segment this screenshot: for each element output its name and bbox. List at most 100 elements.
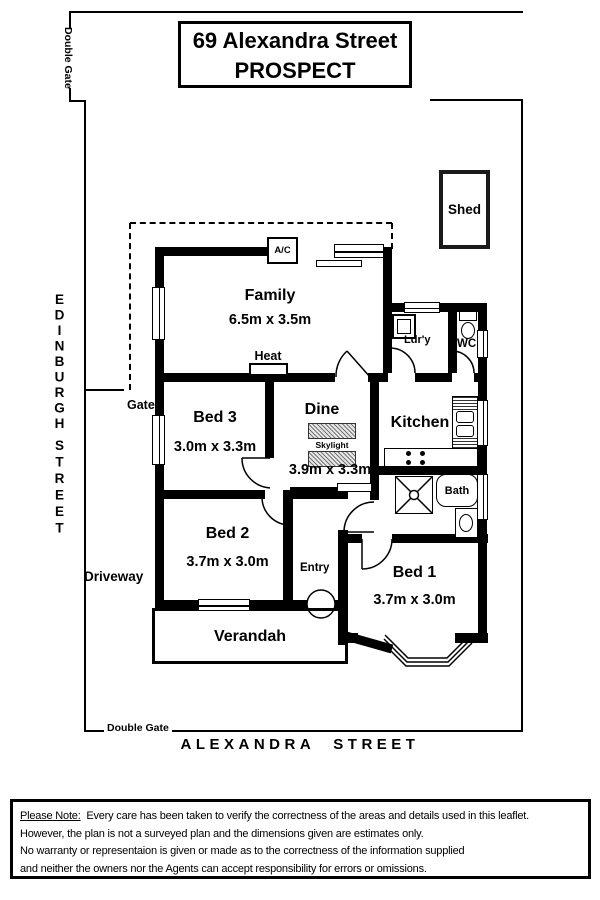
boundary-top: [70, 11, 523, 13]
title-address: 69 Alexandra Street: [192, 28, 398, 53]
window-wc-east: [477, 330, 488, 358]
shed: Shed: [439, 170, 490, 249]
side-gate-label: Gate: [127, 398, 155, 412]
pergola-dashed-top: [130, 222, 392, 224]
alexandra-street-label: ALEXANDRA STREET: [180, 736, 420, 753]
wall-dine-kitchen: [370, 382, 379, 500]
wall-mid-c: [415, 373, 452, 382]
vanity-basin: [459, 514, 473, 532]
laundry-name: Ldr'y: [404, 334, 431, 346]
cooktop-burner: [406, 460, 411, 465]
wall-bed1-south-a: [348, 633, 358, 643]
verandah-label: Verandah: [213, 628, 287, 645]
bottom-double-gate-label: Double Gate: [107, 722, 169, 734]
wall-bed1-north-b: [392, 534, 488, 543]
entry-double-door: [306, 589, 336, 605]
wall-entry-north: [290, 490, 348, 499]
kitchen-name: Kitchen: [390, 414, 450, 431]
bed3-dims: 3.0m x 3.3m: [173, 439, 257, 455]
skylight-label: Skylight: [315, 440, 349, 450]
boundary-left: [84, 100, 86, 732]
sink-basin-2: [456, 425, 474, 437]
laundry-tub-basin: [397, 319, 411, 334]
wall-mid-d: [474, 373, 487, 382]
boundary-gate-stub-lower: [69, 88, 71, 102]
wall-front-c: [335, 600, 348, 610]
window-bath-east: [477, 474, 488, 520]
disclaimer-line-3: No warranty or representaion is given or…: [20, 845, 465, 857]
sink-drainer-bottom: [453, 438, 477, 451]
wall-entry-east: [338, 530, 348, 645]
sink-basin-1: [456, 411, 474, 423]
family-room-label: Family 6.5m x 3.5m: [195, 287, 345, 328]
disclaimer-line-1: Please Note: Every care has been taken t…: [20, 810, 529, 822]
door-swing: [389, 347, 416, 374]
door-swing: [335, 350, 348, 378]
sink-drainer-top: [453, 397, 477, 410]
heat-label: Heat: [254, 349, 282, 363]
fence-top-right: [430, 99, 523, 101]
window-sill-family-north: [316, 260, 362, 267]
window-family-west: [152, 287, 165, 340]
cooktop-burner: [420, 460, 425, 465]
boundary-bottom-left: [84, 730, 104, 732]
bed1-room-label: Bed 1 3.7m x 3.0m: [352, 564, 477, 608]
bed2-name: Bed 2: [205, 525, 250, 542]
disclaimer-lead: Please Note:: [20, 810, 81, 822]
window-bed3-west: [152, 415, 165, 465]
dine-dims: 3.9m x 3.3m: [288, 462, 372, 478]
wall-front-a: [155, 600, 198, 610]
window-laundry-north: [404, 302, 440, 313]
shed-label: Shed: [447, 202, 481, 217]
wall-mid-a: [155, 373, 335, 382]
window-family-north: [334, 244, 384, 258]
wall-mid-b: [368, 373, 388, 382]
dine-name: Dine: [304, 401, 340, 418]
boundary-right: [521, 100, 523, 732]
bathtub-symbol: Bath: [436, 474, 478, 507]
cooktop-burner: [420, 451, 425, 456]
boundary-gate-stub-upper: [69, 11, 71, 28]
bed3-name: Bed 3: [193, 409, 237, 426]
title-suburb: PROSPECT: [234, 58, 356, 83]
door-swing: [343, 501, 375, 533]
bed2-dims: 3.7m x 3.0m: [186, 554, 269, 570]
fence-side-gate: [85, 389, 124, 391]
cooktop-bench: [384, 448, 478, 467]
disclaimer-line-4: and neither the owners nor the Agents ca…: [20, 862, 427, 875]
skylight-panel-upper: [308, 423, 356, 439]
dine-step-sill: [337, 483, 372, 492]
wall-bed3-east: [265, 382, 274, 458]
boundary-jog: [69, 100, 86, 102]
edinburgh-street-label-word2: STREET: [52, 438, 67, 537]
bath-label: Bath: [444, 484, 470, 497]
wall-bed1-south-b: [455, 633, 488, 643]
skylight-panel-lower: [308, 451, 356, 467]
wc-name: WC: [457, 338, 477, 350]
disclaimer-box: Please Note: Every care has been taken t…: [10, 799, 591, 879]
top-left-double-gate-label: Double Gate: [62, 27, 74, 89]
family-dims: 6.5m x 3.5m: [228, 312, 312, 328]
heater-unit: [249, 363, 288, 376]
title-box: 69 Alexandra Street PROSPECT: [178, 21, 412, 88]
pergola-dashed-left: [129, 223, 131, 390]
pergola-dashed-right: [391, 223, 393, 249]
bed3-room-label: Bed 3 3.0m x 3.3m: [163, 409, 267, 455]
driveway-label: Driveway: [84, 569, 144, 584]
bed1-name: Bed 1: [392, 564, 437, 581]
bay-window: [382, 642, 473, 667]
wall-kitchen-south: [370, 466, 487, 475]
window-bed2-front: [198, 599, 250, 611]
boundary-bottom-right: [172, 730, 523, 732]
wall-bed1-north-a: [348, 534, 362, 543]
disclaimer-line-2: However, the plan is not a surveyed plan…: [20, 827, 424, 840]
edinburgh-street-label-word1: EDINBURGH: [52, 292, 67, 432]
window-kitchen-east: [477, 400, 488, 446]
toilet-cistern-symbol: [459, 311, 477, 321]
ac-unit: A/C: [267, 237, 298, 264]
wall-bed2-east: [283, 490, 293, 610]
ac-label: A/C: [274, 245, 291, 256]
bed2-room-label: Bed 2 3.7m x 3.0m: [165, 525, 290, 570]
